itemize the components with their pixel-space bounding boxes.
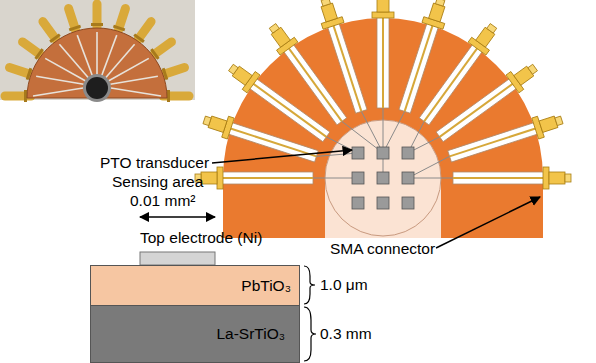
photo-wire [45, 58, 85, 81]
leader-arrow [436, 197, 540, 248]
photo-wire [36, 76, 84, 84]
photo-sensor [86, 77, 108, 99]
callout-label: PTO transducer [100, 154, 209, 172]
photo [0, 0, 195, 102]
sma-connector [314, 0, 371, 115]
sma-connector [195, 167, 313, 189]
photo-connector-nut [38, 53, 40, 55]
top-electrode [140, 252, 215, 265]
pto-transducer [377, 197, 389, 209]
pto-transducer [402, 147, 414, 159]
photo-connector-nut [154, 53, 156, 55]
sma-connector [372, 0, 394, 108]
photo-connector-nut [138, 37, 140, 39]
photo-wire [59, 44, 88, 78]
layer-name: PbTiO₃ [241, 277, 291, 295]
trace [383, 108, 384, 178]
photo-wire [108, 58, 148, 81]
pto-transducer [377, 147, 389, 159]
photo-ring [83, 74, 111, 102]
photo-board [27, 28, 167, 98]
pto-transducer [402, 197, 414, 209]
bracket [304, 307, 316, 361]
photo-wire [111, 88, 161, 96]
dimension-label: 0.01 mm² [130, 192, 195, 210]
photo-wire [96, 32, 98, 76]
trace [313, 178, 358, 179]
pto-transducer [402, 172, 414, 184]
callout-label: Sensing area [112, 173, 203, 191]
photo-connector [69, 9, 77, 34]
schematic [195, 0, 571, 238]
sma-connector [224, 59, 332, 146]
dimension-arrow [140, 216, 215, 218]
pto-transducer [352, 147, 364, 159]
photo-connector [117, 9, 125, 34]
pto-transducer [352, 172, 364, 184]
material-layer: La-SrTiO₃ [90, 305, 300, 363]
dimension-label: 0.3 mm [320, 325, 372, 343]
photo-connector-nut [54, 37, 56, 39]
pto-transducer [352, 197, 364, 209]
photo-wire [110, 76, 158, 84]
part-label: Top electrode (Ni) [140, 229, 262, 247]
layer-name: La-SrTiO₃ [216, 325, 285, 343]
photo-wire [33, 88, 83, 96]
sma-connector [415, 19, 502, 127]
photo-wire [77, 35, 92, 76]
photo-ground [0, 0, 195, 100]
material-layer: PbTiO₃ [90, 265, 300, 306]
dimension-label: 1.0 μm [320, 276, 368, 294]
photo-connector [150, 42, 171, 57]
photo-connector [43, 22, 58, 43]
photo-connector [93, 4, 102, 30]
callout-label: SMA connector [330, 240, 435, 258]
sma-connector [446, 109, 565, 166]
photo-connector [136, 22, 151, 43]
photo-wire [101, 35, 116, 76]
photo-wire [105, 44, 134, 78]
bracket [304, 266, 315, 304]
pto-transducer [377, 172, 389, 184]
photo-connector-nut [68, 27, 81, 30]
trace [408, 178, 453, 179]
photo-connector-nut [91, 23, 103, 26]
photo-connector-nut [113, 27, 126, 30]
leader-arrow [212, 150, 352, 163]
sma-connector [453, 167, 571, 189]
photo-connector [23, 42, 44, 57]
